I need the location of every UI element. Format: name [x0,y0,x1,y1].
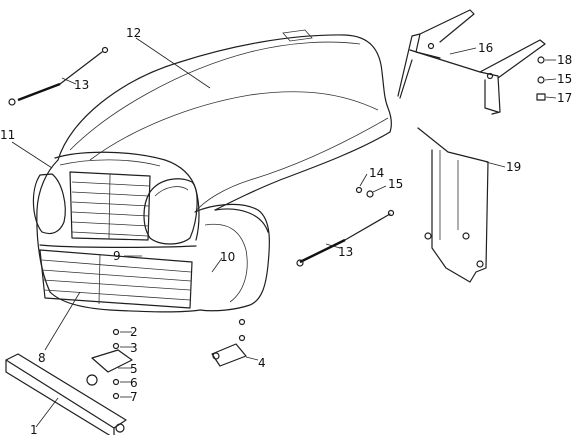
callout-2: 2 [130,325,138,339]
hood-support-bracket [397,9,546,115]
bumper-bar [5,353,127,435]
gas-strut-right [296,186,395,267]
callout-10: 10 [220,250,235,264]
upper-grille [69,171,151,241]
callout-4: 4 [258,356,266,370]
callout-7: 7 [130,390,138,404]
left-mount-bracket [86,328,133,400]
callout-19: 19 [506,160,521,174]
headlights [32,173,198,245]
callout-11: 11 [0,128,15,142]
hood-shell [36,29,392,313]
gas-strut-left [8,46,109,106]
callout-8: 8 [38,351,46,365]
callout-labels: 1 2 3 4 5 6 7 8 9 10 11 12 13 13 14 15 1… [0,26,572,435]
callout-3: 3 [130,341,138,355]
callout-13b: 13 [338,245,353,259]
leader-lines [11,37,557,428]
callout-13a: 13 [74,78,89,92]
callout-16: 16 [478,41,493,55]
callout-6: 6 [130,376,138,390]
callout-17: 17 [557,91,572,105]
callout-18: 18 [557,53,572,67]
callout-12: 12 [126,26,141,40]
right-mount-bracket [211,318,247,367]
callout-1: 1 [30,423,38,435]
callout-15b: 15 [557,72,572,86]
callout-9: 9 [113,249,121,263]
mounting-plate [417,127,489,283]
callout-15a: 15 [388,177,403,191]
lower-grille [39,249,193,309]
callout-5: 5 [130,362,138,376]
callout-14: 14 [369,166,384,180]
